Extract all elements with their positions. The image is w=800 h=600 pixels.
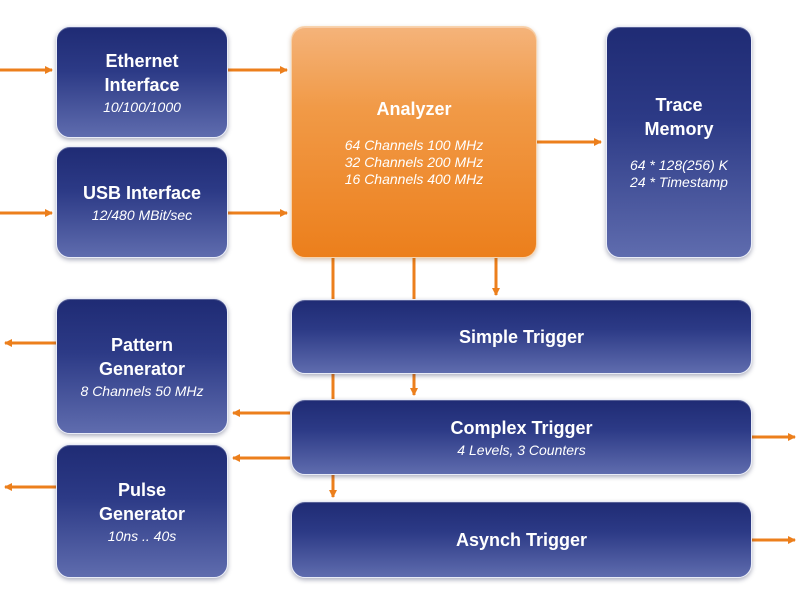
pulse-generator-spec: 10ns .. 40s xyxy=(107,527,177,544)
pattern-generator-spec: 8 Channels 50 MHz xyxy=(80,382,204,399)
analyzer-specs: 64 Channels 100 MHz 32 Channels 200 MHz … xyxy=(344,136,484,187)
pulse-generator-block: Pulse Generator 10ns .. 40s xyxy=(56,444,228,578)
trace-memory-block: Trace Memory 64 * 128(256) K 24 * Timest… xyxy=(606,26,752,258)
complex-trigger-spec: 4 Levels, 3 Counters xyxy=(457,441,586,458)
simple-trigger-title: Simple Trigger xyxy=(458,326,585,347)
complex-trigger-title: Complex Trigger xyxy=(450,417,593,438)
usb-interface-spec: 12/480 MBit/sec xyxy=(91,206,193,223)
complex-trigger-block: Complex Trigger 4 Levels, 3 Counters xyxy=(291,399,752,475)
usb-interface-title: USB Interface xyxy=(82,182,202,203)
usb-interface-block: USB Interface 12/480 MBit/sec xyxy=(56,146,228,258)
ethernet-interface-title: Ethernet Interface xyxy=(104,50,180,95)
trace-memory-specs: 64 * 128(256) K 24 * Timestamp xyxy=(629,157,729,190)
asynch-trigger-title: Asynch Trigger xyxy=(455,529,588,550)
analyzer-block: Analyzer 64 Channels 100 MHz 32 Channels… xyxy=(291,26,537,258)
pattern-generator-block: Pattern Generator 8 Channels 50 MHz xyxy=(56,298,228,434)
trace-memory-title: Trace Memory xyxy=(644,95,714,139)
analyzer-title: Analyzer xyxy=(376,98,452,119)
ethernet-interface-block: Ethernet Interface 10/100/1000 xyxy=(56,26,228,138)
asynch-trigger-block: Asynch Trigger xyxy=(291,501,752,578)
ethernet-interface-spec: 10/100/1000 xyxy=(103,98,181,115)
simple-trigger-block: Simple Trigger xyxy=(291,299,752,374)
pulse-generator-title: Pulse Generator xyxy=(98,479,186,524)
pattern-generator-title: Pattern Generator xyxy=(98,334,186,379)
